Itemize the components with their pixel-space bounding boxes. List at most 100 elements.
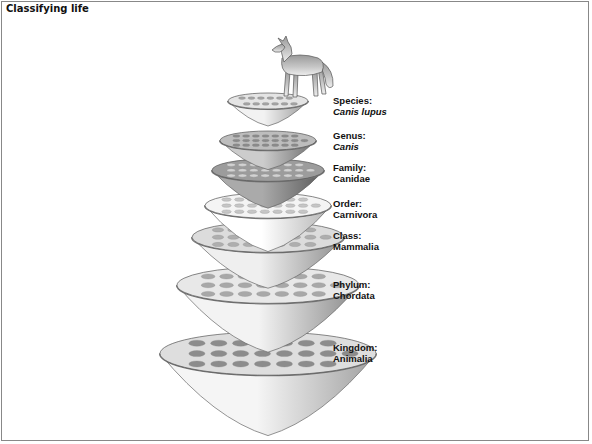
taxon-dot	[274, 228, 285, 232]
taxon-dot	[233, 135, 240, 138]
cone-shape	[175, 265, 443, 354]
taxon-dot	[284, 174, 292, 177]
taxon-dot	[298, 361, 314, 367]
taxon-name: Chordata	[333, 290, 375, 301]
taxon-dot	[228, 228, 239, 232]
taxon-dot	[298, 210, 307, 214]
taxon-dot	[212, 235, 223, 239]
taxon-dot	[212, 242, 223, 246]
rank-name: Kingdom:	[333, 342, 377, 353]
taxon-dot	[276, 361, 292, 367]
taxon-dot	[267, 97, 274, 100]
taxon-dot	[233, 361, 249, 367]
taxon-dot	[305, 228, 316, 232]
taxon-dot	[312, 291, 326, 296]
taxon-dot	[189, 351, 205, 357]
taxon-dot	[247, 210, 256, 214]
taxon-dot	[298, 341, 314, 347]
taxon-dot	[233, 341, 249, 347]
taxon-dot	[276, 97, 283, 100]
taxon-dot	[273, 204, 282, 208]
taxon-dot	[301, 140, 308, 143]
taxon-dot	[281, 103, 288, 106]
taxon-dot	[262, 103, 269, 106]
taxon-dot	[276, 341, 292, 347]
taxon-dot	[284, 163, 292, 166]
taxon-dot	[189, 361, 205, 367]
diagram-title: Classifying life	[6, 3, 89, 14]
taxon-dot	[238, 174, 246, 177]
taxon-dot	[220, 274, 234, 279]
taxon-dot	[275, 282, 289, 287]
taxon-dot	[235, 198, 244, 202]
taxon-dot	[238, 168, 246, 171]
taxon-dot	[272, 163, 280, 166]
taxon-dot	[247, 204, 256, 208]
taxon-dot	[250, 168, 258, 171]
taxon-dot	[233, 144, 240, 147]
taxon-dot	[272, 168, 280, 171]
taxon-dot	[227, 168, 235, 171]
taxon-dot	[298, 198, 307, 202]
taxon-dot	[253, 103, 260, 106]
taxon-dot	[274, 235, 285, 239]
taxon-dot	[272, 174, 280, 177]
taxon-dot	[238, 291, 252, 296]
taxon-dot	[312, 282, 326, 287]
taxon-dot	[272, 140, 279, 143]
taxon-name: Mammalia	[333, 241, 379, 252]
taxon-name: Carnivora	[333, 209, 377, 220]
taxon-dot	[252, 135, 259, 138]
taxon-dot	[274, 242, 285, 246]
taxon-dot	[243, 144, 250, 147]
taxon-dot	[238, 274, 252, 279]
taxon-dot	[262, 144, 269, 147]
taxon-dot	[252, 144, 259, 147]
taxon-name: Canidae	[333, 173, 370, 184]
taxon-dot	[293, 274, 307, 279]
taxon-dot	[211, 341, 227, 347]
cone-top	[160, 332, 376, 375]
taxon-dot	[235, 204, 244, 208]
taxon-dot	[243, 235, 254, 239]
taxon-dot	[262, 140, 269, 143]
taxon-dot	[291, 144, 298, 147]
cone-top	[220, 131, 316, 150]
taxon-name: Canis	[333, 141, 359, 152]
rank-name: Phylum:	[333, 279, 370, 290]
taxon-dot	[201, 282, 215, 287]
taxon-dot	[243, 228, 254, 232]
taxon-dot	[201, 274, 215, 279]
taxon-dot	[295, 163, 303, 166]
taxon-dot	[291, 140, 298, 143]
taxon-dot	[238, 282, 252, 287]
taxon-dot	[272, 135, 279, 138]
taxon-dot	[272, 103, 279, 106]
taxon-dot	[243, 135, 250, 138]
taxon-dot	[233, 351, 249, 357]
taxon-cone: Order:Carnivora	[203, 191, 443, 254]
wolf-figure	[272, 36, 333, 97]
cone-shape	[158, 330, 443, 438]
taxon-dot	[235, 210, 244, 214]
taxon-dot	[254, 351, 270, 357]
taxon-dot	[286, 97, 293, 100]
taxon-dot	[262, 135, 269, 138]
taxon-dot	[222, 204, 231, 208]
taxon-dot	[257, 274, 271, 279]
taxon-dot	[239, 97, 246, 100]
taxon-dot	[261, 174, 269, 177]
cone-shape	[190, 220, 443, 290]
cone-shape	[218, 129, 443, 172]
taxon-dot	[305, 242, 316, 246]
taxon-dot	[306, 168, 314, 171]
cone-top	[205, 193, 331, 218]
taxon-dot	[258, 242, 269, 246]
taxon-dot	[281, 135, 288, 138]
taxon-dot	[275, 291, 289, 296]
taxon-dot	[258, 228, 269, 232]
taxon-dot	[248, 97, 255, 100]
taxon-name: Animalia	[333, 353, 373, 364]
taxon-cone: Family:Canidae	[210, 157, 443, 210]
